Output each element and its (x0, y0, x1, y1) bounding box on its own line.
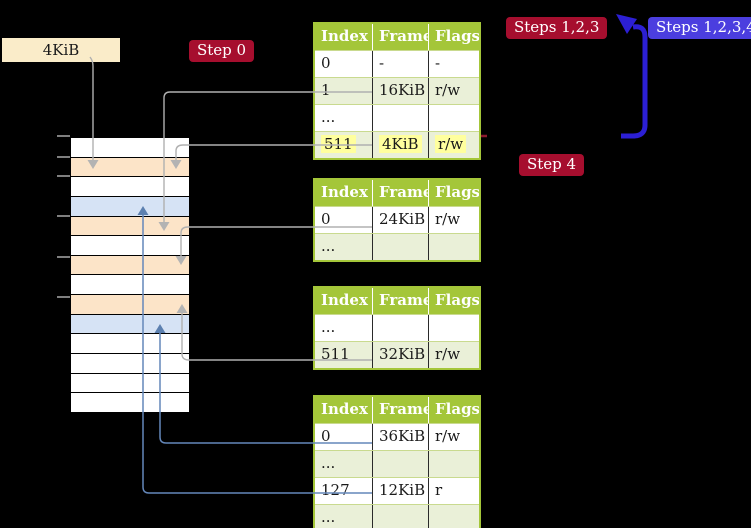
table-cell (372, 234, 428, 260)
table-cell: 127 (321, 481, 350, 499)
table-cell: r (428, 478, 479, 504)
table-cell: ... (321, 237, 336, 255)
table-cell: - (372, 51, 428, 77)
address-tick (57, 135, 70, 137)
table-cell (428, 505, 479, 528)
table-cell: ... (321, 508, 336, 526)
table-cell (428, 315, 479, 341)
memory-frame-row-plain (71, 334, 189, 355)
table-row: ... (315, 233, 479, 260)
memory-frame-row-plain (71, 177, 189, 197)
table-cell (372, 315, 428, 341)
recursive-loop-arrow (621, 24, 648, 139)
table-row: ... (315, 504, 479, 528)
memory-frame-row-mapped (71, 196, 189, 217)
table-cell (428, 105, 479, 131)
column-header-index: Index (321, 291, 368, 309)
column-header-frame: Frame (372, 180, 428, 206)
table-cell: 16KiB (372, 78, 428, 104)
table-cell: 24KiB (372, 207, 428, 233)
memory-frame-row-pagetable (71, 157, 189, 178)
table-cell (372, 505, 428, 528)
table-cell: 0 (321, 210, 331, 228)
table-cell (428, 451, 479, 477)
table-cell: 32KiB (372, 342, 428, 368)
column-header-flags: Flags (428, 288, 479, 314)
table-cell: ... (321, 108, 336, 126)
memory-frame-row-plain (71, 275, 189, 296)
table-cell: - (428, 51, 479, 77)
badge-step-4: Step 4 (519, 154, 585, 176)
memory-frame-row-plain (71, 354, 189, 374)
table-cell: 511 (315, 132, 372, 158)
address-tick (57, 296, 70, 298)
memory-frame-row-pagetable (71, 295, 189, 315)
address-tick (57, 175, 70, 177)
column-header-frame: Frame (372, 397, 428, 423)
table-cell: r/w (428, 132, 479, 158)
table-cell (372, 105, 428, 131)
address-tick (57, 215, 70, 217)
memory-frame-row-plain (71, 138, 189, 158)
badge-step-0: Step 0 (189, 40, 255, 62)
table-cell: r/w (428, 207, 479, 233)
table-cell: 511 (321, 345, 350, 363)
table-cell (372, 451, 428, 477)
page-size-label: 4KiB (2, 38, 120, 62)
table-cell: 1 (321, 81, 331, 99)
table-cell: ... (321, 454, 336, 472)
column-header-flags: Flags (428, 24, 479, 50)
table-cell (428, 234, 479, 260)
memory-frame-row-plain (71, 393, 189, 412)
address-tick (57, 256, 70, 258)
table-cell: 0 (321, 427, 331, 445)
memory-frame-row-mapped (71, 314, 189, 335)
column-header-flags: Flags (428, 397, 479, 423)
table-cell: 0 (321, 54, 331, 72)
table-cell: 36KiB (372, 424, 428, 450)
column-header-index: Index (321, 400, 368, 418)
table-cell: ... (321, 318, 336, 336)
badge-steps-1-2-3-4: Steps 1,2,3,4 (648, 17, 751, 39)
table-cell: 12KiB (372, 478, 428, 504)
memory-frame-row-plain (71, 236, 189, 256)
memory-frame-row-plain (71, 373, 189, 394)
memory-frame-row-pagetable (71, 216, 189, 237)
address-tick (57, 156, 70, 158)
memory-frame-row-pagetable (71, 255, 189, 276)
table-row: ... (315, 104, 479, 131)
table-cell: r/w (428, 78, 479, 104)
physical-memory-column (70, 137, 190, 413)
arrowhead-up-left-icon (616, 14, 637, 34)
badge-steps-1-2-3: Steps 1,2,3 (506, 17, 608, 39)
column-header-index: Index (321, 183, 368, 201)
table-row: 0 -- (315, 50, 479, 77)
column-header-index: Index (321, 27, 368, 45)
column-header-frame: Frame (372, 288, 428, 314)
table-cell: 4KiB (372, 132, 428, 158)
table-row: ... (315, 314, 479, 341)
column-header-flags: Flags (428, 180, 479, 206)
column-header-frame: Frame (372, 24, 428, 50)
table-row: ... (315, 450, 479, 477)
table-cell: r/w (428, 424, 479, 450)
table-cell: r/w (428, 342, 479, 368)
